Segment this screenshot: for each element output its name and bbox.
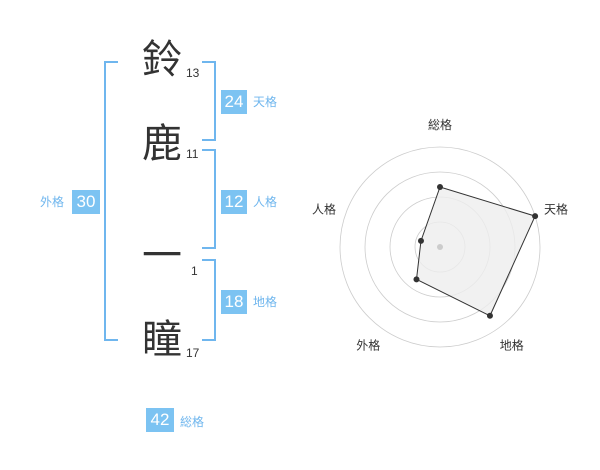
gaikaku-value-badge: 30 xyxy=(72,190,100,214)
gaikaku-label: 外格 xyxy=(40,195,65,209)
radar-point-天格 xyxy=(532,213,539,220)
radar-axis-label: 地格 xyxy=(500,338,524,353)
gaikaku-bracket xyxy=(104,61,118,341)
radar-axis-label: 人格 xyxy=(312,201,336,216)
radar-data-polygon xyxy=(415,186,536,317)
name-char-4: 瞳 xyxy=(142,317,182,363)
radar-axis-label: 外格 xyxy=(356,338,380,353)
soukaku-value-badge: 42 xyxy=(146,408,174,432)
stroke-count-2: 11 xyxy=(186,147,199,161)
stroke-count-1: 13 xyxy=(186,66,200,80)
stroke-count-4: 17 xyxy=(186,346,200,360)
chikaku-label: 地格 xyxy=(253,295,278,309)
chikaku-bracket xyxy=(202,259,216,341)
tenkaku-bracket xyxy=(202,61,216,141)
name-char-2: 鹿 xyxy=(142,121,182,167)
jinkaku-label: 人格 xyxy=(253,195,278,209)
radar-axis-label: 総格 xyxy=(428,117,452,132)
tenkaku-label: 天格 xyxy=(253,95,278,109)
name-char-1: 鈴 xyxy=(142,37,182,83)
tenkaku-value-badge: 24 xyxy=(221,90,247,114)
name-char-3: 一 xyxy=(142,233,182,279)
soukaku-label: 総格 xyxy=(180,415,205,429)
radar-point-外格 xyxy=(413,276,420,283)
stroke-count-3: 1 xyxy=(191,264,198,278)
jinkaku-value-badge: 12 xyxy=(221,190,247,214)
radar-point-地格 xyxy=(486,312,493,319)
radar-axis-label: 天格 xyxy=(544,201,568,216)
jinkaku-bracket xyxy=(202,149,216,249)
radar-center-dot xyxy=(437,244,443,250)
radar-point-総格 xyxy=(437,184,443,190)
radar-point-人格 xyxy=(417,237,424,244)
chikaku-value-badge: 18 xyxy=(221,290,247,314)
radar-grid-ring-4 xyxy=(339,146,541,348)
